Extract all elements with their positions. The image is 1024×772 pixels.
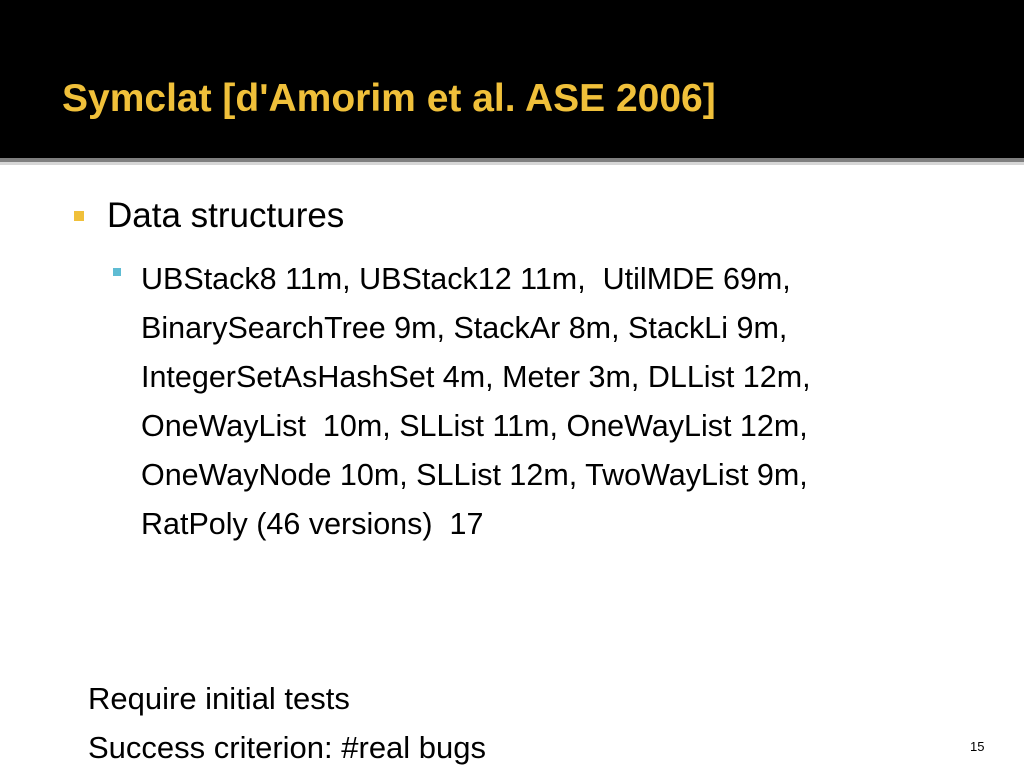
bullet-data-structures: Data structures — [107, 196, 345, 235]
page-number: 15 — [970, 739, 985, 754]
structure-list-line: UBStack8 11m, UBStack12 11m, UtilMDE 69m… — [141, 262, 791, 296]
structure-list-line: RatPoly (46 versions) 17 — [141, 507, 484, 541]
bullet-square-icon — [74, 211, 84, 221]
sub-bullet-structure-list: UBStack8 11m, UBStack12 11m, UtilMDE 69m… — [141, 255, 811, 549]
structure-list-line: OneWayList 10m, SLList 11m, OneWayList 1… — [141, 409, 808, 443]
slide-notes: Require initial tests Success criterion:… — [88, 674, 486, 772]
sub-bullet-square-icon — [113, 268, 121, 276]
slide-title: Symclat [d'Amorim et al. ASE 2006] — [62, 77, 716, 120]
title-bar: Symclat [d'Amorim et al. ASE 2006] — [0, 0, 1024, 158]
structure-list-line: IntegerSetAsHashSet 4m, Meter 3m, DLList… — [141, 360, 811, 394]
structure-list-line: BinarySearchTree 9m, StackAr 8m, StackLi… — [141, 311, 788, 345]
structure-list-line: OneWayNode 10m, SLList 12m, TwoWayList 9… — [141, 458, 808, 492]
note-success-criterion: Success criterion: #real bugs — [88, 730, 487, 765]
title-divider-shadow — [0, 162, 1024, 165]
title-divider — [0, 158, 1024, 162]
note-require-initial-tests: Require initial tests — [88, 681, 350, 716]
